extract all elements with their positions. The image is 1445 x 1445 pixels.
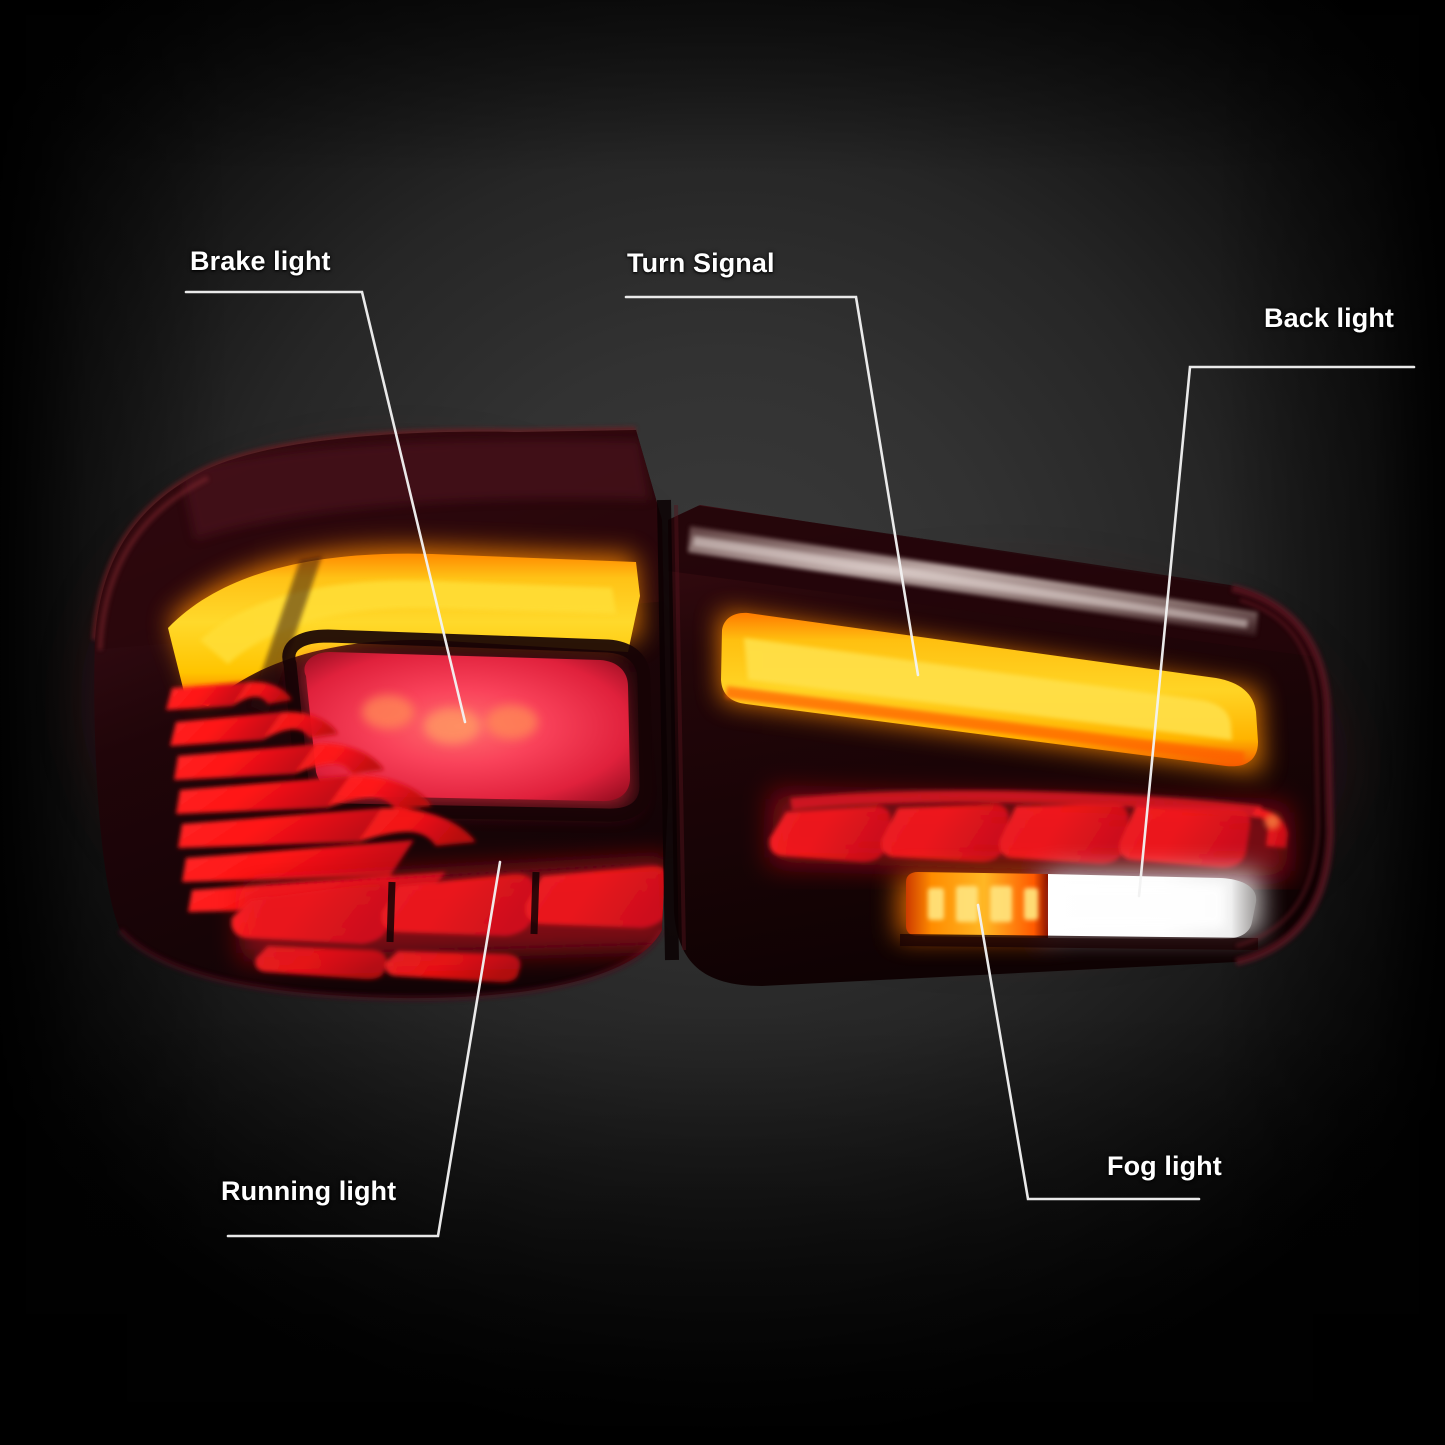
callout-label-turn-signal: Turn Signal	[627, 248, 775, 278]
fog-and-reverse-lamp	[898, 872, 1260, 950]
leader-brake-light	[184, 290, 467, 724]
callout-label-running-light: Running light	[221, 1176, 397, 1206]
left-housing-bottom-rim	[117, 928, 665, 1002]
leader-back-light	[1137, 365, 1416, 898]
left-edge-highlight	[97, 475, 210, 651]
right-housing-rim	[1231, 584, 1335, 966]
right-fins	[768, 790, 1292, 880]
left-lower-fin-band	[231, 856, 669, 983]
callout-label-brake-light: Brake light	[190, 246, 331, 276]
callout-label-fog-light: Fog light	[1107, 1151, 1222, 1181]
callout-label-back-light: Back light	[1264, 303, 1395, 333]
chrome-trim-highlight	[693, 536, 1248, 628]
center-seam-highlight	[674, 504, 686, 951]
brake-hotspots	[362, 695, 538, 744]
turn-signal-bevel	[725, 686, 1245, 764]
turn-signal-core	[744, 638, 1232, 740]
left-lens-sheen	[180, 438, 650, 540]
right-housing-rim-inner	[1235, 598, 1320, 948]
leader-turn-signal	[624, 295, 920, 677]
center-seam	[657, 499, 679, 961]
leader-fog-light	[976, 903, 1201, 1201]
fog-led-pips	[928, 886, 1038, 922]
leader-running-light	[226, 860, 502, 1238]
left-tail-light	[91, 426, 669, 1002]
